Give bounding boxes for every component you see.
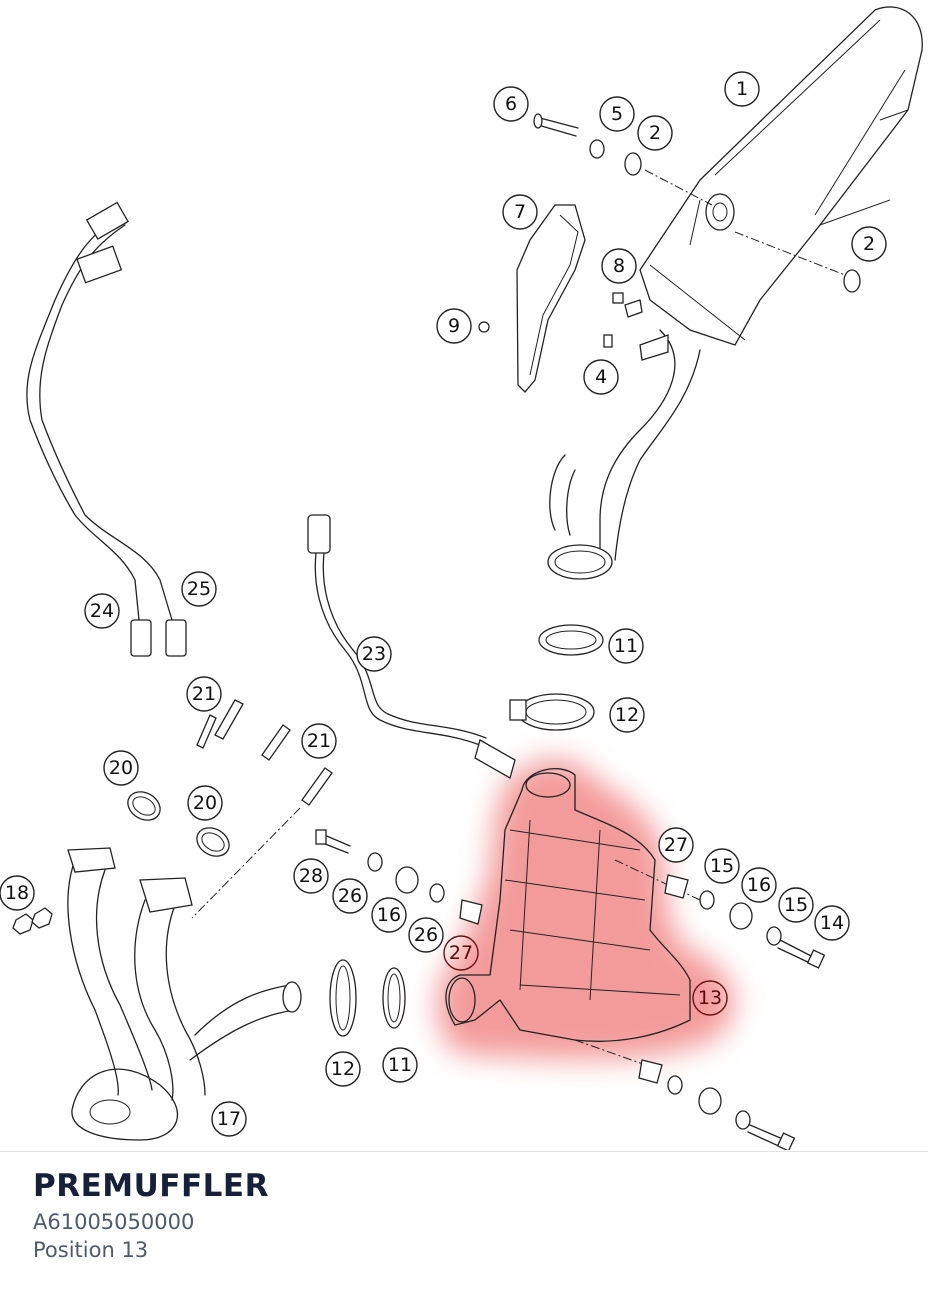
part-info: PREMUFFLER A61005050000 Position 13 [33, 1166, 269, 1264]
svg-text:21: 21 [307, 730, 331, 752]
svg-text:12: 12 [615, 704, 639, 726]
callout-9[interactable]: 9 [436, 308, 472, 344]
studs-and-gaskets-drawing [127, 699, 333, 919]
callout-15a[interactable]: 15 [704, 848, 740, 884]
rings-and-clamps-drawing [329, 624, 604, 1037]
callout-11b[interactable]: 11 [382, 1047, 418, 1083]
svg-text:27: 27 [449, 942, 473, 964]
svg-text:11: 11 [388, 1054, 412, 1076]
part-position: Position 13 [33, 1238, 149, 1262]
callout-21a[interactable]: 21 [186, 676, 222, 712]
svg-text:1: 1 [736, 78, 748, 100]
callout-12a[interactable]: 12 [609, 697, 645, 733]
callout-5[interactable]: 5 [599, 96, 635, 132]
callout-25[interactable]: 25 [181, 571, 217, 607]
svg-text:13: 13 [698, 987, 722, 1009]
svg-text:18: 18 [5, 882, 29, 904]
bolt-6-drawing [533, 113, 861, 293]
svg-text:12: 12 [331, 1058, 355, 1080]
callout-27a[interactable]: 27 [658, 827, 694, 863]
callout-15b[interactable]: 15 [778, 887, 814, 923]
sensor-harness-drawing [26, 201, 187, 657]
lambda-sensor-drawing [307, 514, 516, 779]
svg-text:15: 15 [710, 855, 734, 877]
svg-text:24: 24 [90, 600, 114, 622]
svg-text:6: 6 [505, 93, 517, 115]
callout-17[interactable]: 17 [211, 1101, 247, 1137]
callout-27b[interactable]: 27 [443, 935, 479, 971]
svg-text:5: 5 [611, 103, 623, 125]
svg-text:25: 25 [187, 578, 211, 600]
silencer-drawing [547, 6, 923, 580]
callout-7[interactable]: 7 [502, 194, 538, 230]
svg-text:7: 7 [514, 201, 526, 223]
svg-text:15: 15 [784, 894, 808, 916]
premuffler-highlight[interactable] [436, 758, 735, 1060]
svg-text:2: 2 [649, 122, 661, 144]
callout-21b[interactable]: 21 [301, 723, 337, 759]
callout-1[interactable]: 1 [724, 71, 760, 107]
callout-20b[interactable]: 20 [187, 785, 223, 821]
svg-text:26: 26 [338, 885, 362, 907]
callout-2b[interactable]: 2 [851, 226, 887, 262]
svg-text:4: 4 [595, 366, 607, 388]
callout-2a[interactable]: 2 [637, 115, 673, 151]
callout-23[interactable]: 23 [356, 636, 392, 672]
left-mount-hardware-drawing [315, 829, 483, 925]
svg-text:16: 16 [377, 904, 401, 926]
part-title: PREMUFFLER [33, 1168, 269, 1204]
callout-6[interactable]: 6 [493, 86, 529, 122]
callout-14[interactable]: 14 [814, 905, 850, 941]
svg-text:26: 26 [414, 924, 438, 946]
svg-text:20: 20 [109, 757, 133, 779]
svg-text:11: 11 [614, 635, 638, 657]
callout-26a[interactable]: 26 [332, 878, 368, 914]
part-number: A61005050000 [33, 1210, 195, 1234]
callout-16a[interactable]: 16 [741, 867, 777, 903]
svg-text:16: 16 [747, 874, 771, 896]
svg-text:20: 20 [193, 792, 217, 814]
svg-text:9: 9 [448, 315, 460, 337]
callout-11a[interactable]: 11 [608, 628, 644, 664]
premuffler-drawing [445, 768, 691, 1042]
callout-20a[interactable]: 20 [103, 750, 139, 786]
exhaust-manifold-drawing [12, 847, 302, 1141]
svg-text:8: 8 [613, 255, 625, 277]
callout-12b[interactable]: 12 [325, 1051, 361, 1087]
callout-8[interactable]: 8 [601, 248, 637, 284]
lower-mount-hardware-drawing [574, 1039, 796, 1150]
clips-drawing [603, 292, 643, 348]
callout-4[interactable]: 4 [583, 359, 619, 395]
svg-text:2: 2 [863, 233, 875, 255]
svg-text:17: 17 [217, 1108, 241, 1130]
callout-24[interactable]: 24 [84, 593, 120, 629]
callout-18[interactable]: 18 [0, 875, 35, 911]
svg-text:14: 14 [820, 912, 844, 934]
svg-text:28: 28 [299, 865, 323, 887]
svg-text:21: 21 [192, 683, 216, 705]
svg-text:27: 27 [664, 834, 688, 856]
callout-26b[interactable]: 26 [408, 917, 444, 953]
heat-shield-drawing [478, 204, 586, 393]
upper-mount-hardware-drawing [614, 859, 826, 969]
callout-13[interactable]: 13 [692, 980, 728, 1016]
exploded-parts-diagram: 1 6 5 2 2 7 8 9 4 25 24 11 23 21 12 21 2… [0, 6, 923, 1150]
callout-28[interactable]: 28 [293, 858, 329, 894]
svg-text:23: 23 [362, 643, 386, 665]
divider [0, 1151, 928, 1152]
callout-16b[interactable]: 16 [371, 897, 407, 933]
